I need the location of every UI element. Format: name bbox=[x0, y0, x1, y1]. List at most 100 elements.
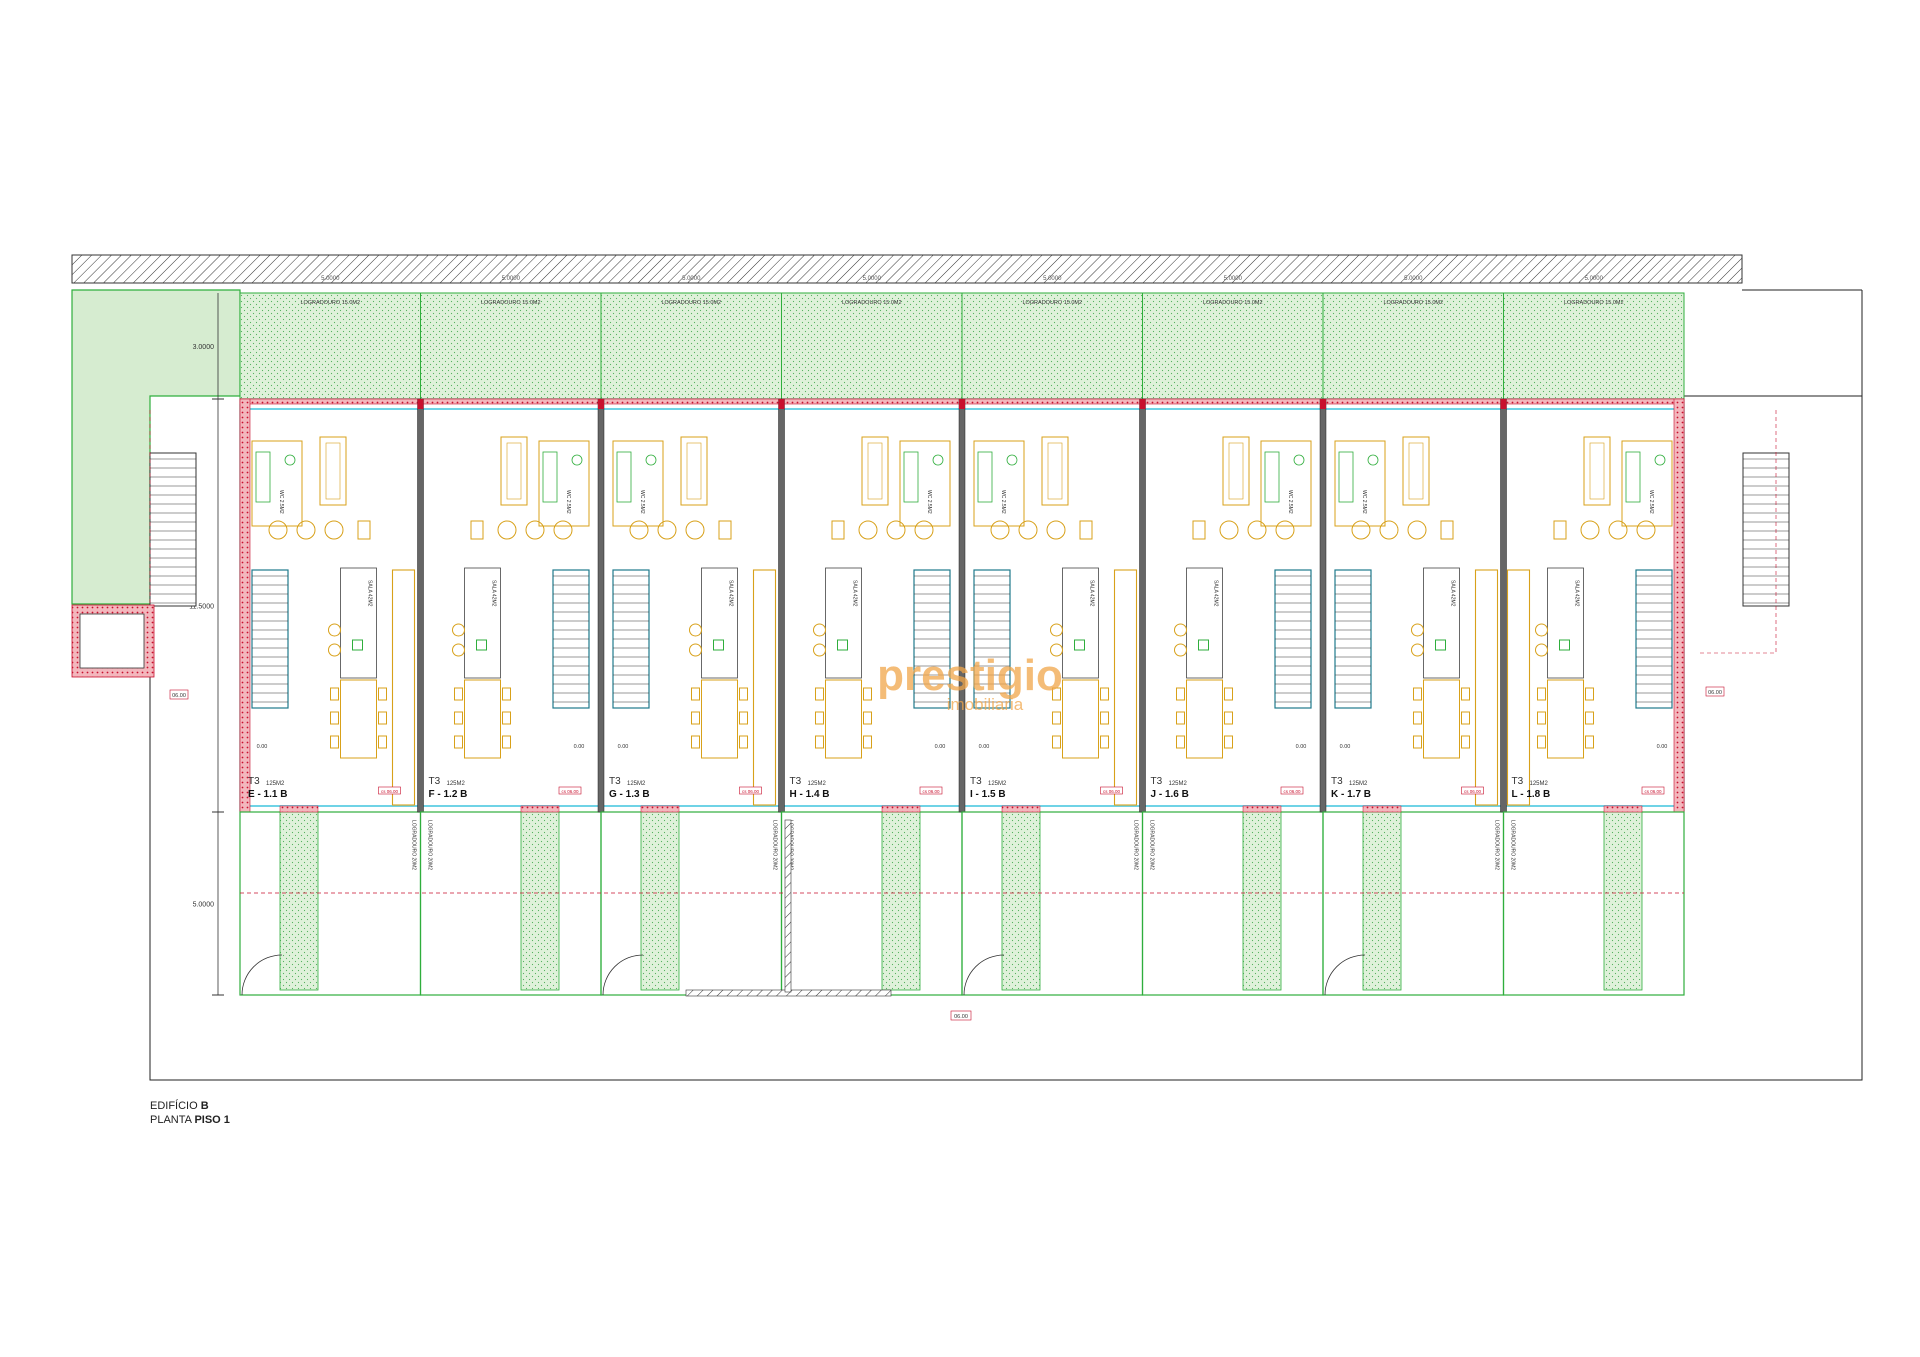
stool-icon bbox=[1636, 520, 1656, 540]
sofa-cushion bbox=[325, 442, 341, 500]
party-wall bbox=[417, 398, 424, 813]
wc-label: WC 2.5M2 bbox=[1287, 490, 1293, 514]
bar-stool-icon bbox=[1411, 643, 1424, 657]
chair-icon bbox=[1052, 711, 1061, 725]
floor-caption: PLANTA PISO 1 bbox=[150, 1114, 230, 1126]
wc-room bbox=[899, 440, 951, 527]
chair-icon bbox=[454, 711, 463, 725]
sofa-icon bbox=[680, 436, 708, 506]
unit-type: T3 bbox=[790, 776, 802, 787]
rear-yard-label: LOGRADOURO 20M2 bbox=[427, 820, 433, 870]
sofa-icon bbox=[319, 436, 347, 506]
rear-yard bbox=[1141, 811, 1324, 996]
kitchen-island bbox=[1186, 567, 1223, 679]
wc-label: WC 2.5M2 bbox=[565, 490, 571, 514]
sofa-icon bbox=[1402, 436, 1430, 506]
stool-icon bbox=[858, 520, 878, 540]
rear-yard-label: LOGRADOURO 20M2 bbox=[1133, 820, 1139, 870]
left-dimension: 11.5000 bbox=[189, 604, 214, 611]
kitchen-island bbox=[464, 567, 501, 679]
watermark-logo-text: prestigio bbox=[877, 651, 1063, 700]
top-yard-label: LOGRADOURO 15.0M2 bbox=[1203, 300, 1263, 306]
chair-icon bbox=[691, 711, 700, 725]
left-dimension: 3.0000 bbox=[193, 344, 215, 351]
top-yard bbox=[1322, 292, 1504, 400]
rear-garden-strip bbox=[640, 811, 680, 991]
dining-table bbox=[1423, 679, 1460, 759]
bar-stool-icon bbox=[813, 643, 826, 657]
unit-area: 125M2 bbox=[627, 781, 646, 787]
chair-icon bbox=[691, 687, 700, 701]
top-dimension: 5.0000 bbox=[682, 276, 701, 282]
level-tag-box bbox=[1461, 786, 1484, 795]
top-dimension: 5.0000 bbox=[502, 276, 521, 282]
room-label: SALA 42M2 bbox=[367, 580, 373, 607]
stool-icon bbox=[914, 520, 934, 540]
gate-swing-icon bbox=[963, 954, 1005, 996]
bar-stool-icon bbox=[1174, 623, 1187, 637]
kitchen-island bbox=[1547, 567, 1584, 679]
caption-building-label: EDIFÍCIO bbox=[150, 1100, 198, 1112]
wc-room bbox=[973, 440, 1025, 527]
toilet-icon bbox=[1654, 454, 1666, 466]
unit-area: 125M2 bbox=[988, 781, 1007, 787]
unit-label: J - 1.6 B bbox=[1151, 789, 1189, 800]
top-yard bbox=[1503, 292, 1685, 400]
gable-wall-east bbox=[1673, 398, 1685, 813]
rear-wall-segment bbox=[881, 805, 921, 813]
stool-icon bbox=[1608, 520, 1628, 540]
unit-type: T3 bbox=[248, 776, 260, 787]
chair-icon bbox=[1585, 711, 1594, 725]
stool-icon bbox=[497, 520, 517, 540]
wc-label: WC 2.5M2 bbox=[639, 490, 645, 514]
top-dimension: 5.0000 bbox=[1224, 276, 1243, 282]
dining-table bbox=[340, 679, 377, 759]
level-small: 0.00 bbox=[257, 744, 268, 750]
top-yard bbox=[239, 292, 421, 400]
sofa-cushion bbox=[1228, 442, 1244, 500]
unit-type: T3 bbox=[1512, 776, 1524, 787]
rear-yard-label: LOGRADOURO 20M2 bbox=[1494, 820, 1500, 870]
chair-icon bbox=[502, 735, 511, 749]
rear-garden-strip bbox=[279, 811, 319, 991]
bar-stool-icon bbox=[1050, 623, 1063, 637]
level-tag: cs 06.00 bbox=[742, 789, 760, 794]
gate-swing-icon bbox=[602, 954, 644, 996]
top-dimension: 5.0000 bbox=[1404, 276, 1423, 282]
wardrobe bbox=[1506, 569, 1531, 806]
bar-stool-icon bbox=[689, 623, 702, 637]
rear-wall-segment bbox=[279, 805, 319, 813]
rear-yard bbox=[961, 811, 1144, 996]
rear-wall-segment bbox=[520, 805, 560, 813]
level-small: 0.00 bbox=[979, 744, 990, 750]
chair-icon bbox=[502, 687, 511, 701]
unit-type: T3 bbox=[1331, 776, 1343, 787]
level-tag: cs 06.00 bbox=[1103, 789, 1121, 794]
hatched-path bbox=[784, 819, 792, 993]
sink-icon bbox=[352, 639, 363, 651]
room-label: SALA 42M2 bbox=[852, 580, 858, 607]
level-tag: cs 06.00 bbox=[1283, 789, 1301, 794]
unit-label: F - 1.2 B bbox=[429, 789, 468, 800]
rear-yard bbox=[1322, 811, 1505, 996]
unit-label: L - 1.8 B bbox=[1512, 789, 1551, 800]
rear-garden-strip bbox=[881, 811, 921, 991]
rear-garden-strip bbox=[1362, 811, 1402, 991]
bottom-level-box bbox=[950, 1010, 972, 1021]
side-table bbox=[1079, 520, 1093, 540]
top-dimension: 5.0000 bbox=[1585, 276, 1604, 282]
rear-wall-segment bbox=[1603, 805, 1643, 813]
stool-icon bbox=[1407, 520, 1427, 540]
chair-icon bbox=[1224, 687, 1233, 701]
level-tag: cs 06.00 bbox=[1464, 789, 1482, 794]
wc-fixture bbox=[977, 451, 993, 503]
unit-label: H - 1.4 B bbox=[790, 789, 830, 800]
side-level-box bbox=[169, 689, 189, 700]
toilet-icon bbox=[1367, 454, 1379, 466]
chair-icon bbox=[739, 735, 748, 749]
bar-stool-icon bbox=[452, 623, 465, 637]
sink-icon bbox=[1198, 639, 1209, 651]
site-outline bbox=[71, 254, 1863, 1081]
chair-icon bbox=[1413, 711, 1422, 725]
chair-icon bbox=[739, 711, 748, 725]
